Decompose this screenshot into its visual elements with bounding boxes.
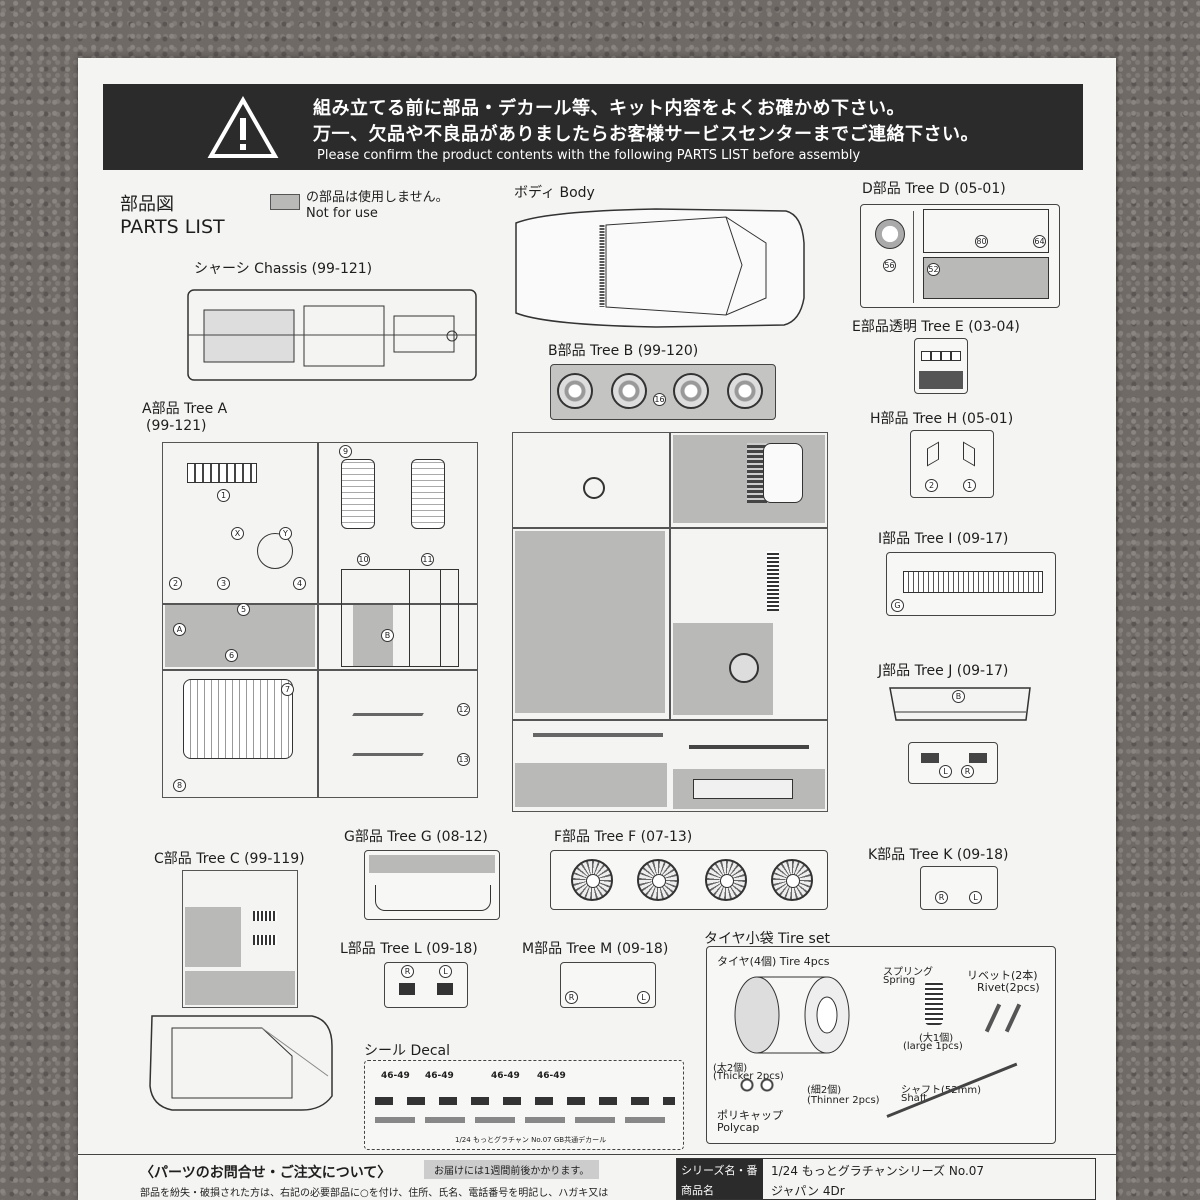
- decal-sheet: 46-49 46-49 46-49 46-49 1/24 もっとグラチャン No…: [364, 1060, 684, 1150]
- tire-text: タイヤ(4個) Tire 4pcs: [717, 955, 830, 968]
- parts-list-title-en: PARTS LIST: [120, 216, 225, 238]
- shaft-jp: シャフト(52mm): [901, 1085, 982, 1096]
- thin-en: (Thinner 2pcs): [807, 1095, 880, 1106]
- decal-label: シール Decal: [364, 1043, 451, 1059]
- parts-list-title-jp: 部品図: [120, 194, 174, 215]
- tree-a-tag-x: X: [231, 527, 244, 540]
- tree-k: R L: [920, 866, 998, 910]
- tree-k-label: K部品 Tree K (09-18): [868, 847, 1009, 863]
- tree-g: [364, 850, 500, 920]
- poly-jp: ポリキャップ: [717, 1109, 783, 1122]
- rivet-jp: リベット(2本): [967, 969, 1038, 982]
- rivet-icon: [984, 1003, 1002, 1033]
- rivet-en: Rivet(2pcs): [977, 981, 1040, 994]
- tree-m-tag-r: R: [565, 991, 578, 1004]
- series-value: 1/24 もっとグラチャンシリーズ No.07: [771, 1164, 985, 1178]
- tree-j-tag-r: R: [961, 765, 974, 778]
- series-table: シリーズ名・番号 1/24 もっとグラチャンシリーズ No.07 商品名 ジャパ…: [676, 1158, 1096, 1200]
- decal-plate-1: 46-49: [381, 1071, 410, 1081]
- body-label: ボディ Body: [514, 185, 595, 201]
- warning-triangle-icon: [207, 96, 279, 158]
- thin-jp: (細2個): [807, 1085, 842, 1096]
- decal-plate-4: 46-49: [537, 1071, 566, 1081]
- tree-i-label: I部品 Tree I (09-17): [878, 531, 1009, 547]
- thick-jp: (太2個): [713, 1063, 748, 1074]
- product-value: ジャパン 4Dr: [771, 1184, 845, 1198]
- tree-a: 1 2 3 4 5 6 7 8 9 10 11 12 13 A B X Y: [162, 442, 478, 798]
- delivery-note: お届けには1週間前後かかります。: [424, 1160, 600, 1179]
- tree-k-tag-l: L: [969, 891, 982, 904]
- tree-c-hood: [149, 1015, 333, 1111]
- chassis-label: シャーシ Chassis (99-121): [194, 261, 373, 277]
- product-label: 商品名: [677, 1179, 763, 1199]
- tree-c: [182, 870, 298, 1008]
- tree-a-label: A部品 Tree A: [142, 401, 228, 417]
- tree-d: 56 64 80 52: [860, 204, 1060, 308]
- tree-f-label: F部品 Tree F (07-13): [554, 829, 693, 845]
- tree-j-label: J部品 Tree J (09-17): [878, 663, 1009, 679]
- tree-l-label: L部品 Tree L (09-18): [340, 941, 478, 957]
- decal-plate-2: 46-49: [425, 1071, 454, 1081]
- tree-g-label: G部品 Tree G (08-12): [344, 829, 488, 845]
- large-en: (large 1pcs): [903, 1041, 963, 1052]
- tireset-label: タイヤ小袋 Tire set: [704, 931, 830, 947]
- tireset-box: タイヤ(4個) Tire 4pcs スプリング Spring (大1個) (la…: [706, 946, 1056, 1144]
- tree-a-code: (99-121): [146, 418, 207, 434]
- contact-heading: 〈パーツのお問合せ・ご注文について〉: [140, 1165, 392, 1181]
- tire-drawing: [734, 976, 850, 1054]
- series-label: シリーズ名・番号: [677, 1159, 763, 1193]
- banner-line-3: Please confirm the product contents with…: [317, 148, 861, 163]
- poly-en: Polycap: [717, 1121, 760, 1134]
- large-jp: (大1個): [919, 1033, 954, 1044]
- tree-i-tag-g: G: [891, 599, 904, 612]
- tree-m: R L: [560, 962, 656, 1008]
- shaft-en: Shaft: [901, 1093, 928, 1104]
- tree-m-tag-l: L: [637, 991, 650, 1004]
- rivet-icon-2: [1004, 1003, 1022, 1033]
- legend-jp: の部品は使用しません。: [306, 190, 449, 205]
- tree-j-tag-l: L: [939, 765, 952, 778]
- tree-j-sub: L R: [908, 742, 998, 784]
- tree-m-label: M部品 Tree M (09-18): [522, 941, 669, 957]
- tree-h: 2 1: [910, 430, 994, 498]
- tree-b: 16: [550, 364, 776, 420]
- footer-note: 部品を紛失・破損された方は、右記の必要部品に○を付け、住所、氏名、電話番号を明記…: [140, 1188, 609, 1199]
- legend-en: Not for use: [306, 206, 378, 221]
- instruction-sheet: 組み立てる前に部品・デカール等、キット内容をよくお確かめ下さい。 万一、欠品や不…: [78, 58, 1116, 1200]
- banner-line-2: 万一、欠品や不良品がありましたらお客様サービスセンターまでご連絡下さい。: [313, 124, 979, 145]
- tree-l-tag-r: R: [401, 965, 414, 978]
- not-for-use-swatch: [270, 194, 300, 210]
- tree-b-label: B部品 Tree B (99-120): [548, 343, 699, 359]
- warning-banner: 組み立てる前に部品・デカール等、キット内容をよくお確かめ下さい。 万一、欠品や不…: [103, 84, 1083, 170]
- tree-k-tag-r: R: [935, 891, 948, 904]
- tree-h-label: H部品 Tree H (05-01): [870, 411, 1014, 427]
- spring-jp: スプリング: [883, 967, 933, 978]
- tree-center: [512, 432, 828, 812]
- decal-plate-3: 46-49: [491, 1071, 520, 1081]
- tree-e-label: E部品透明 Tree E (03-04): [852, 319, 1020, 335]
- banner-line-1: 組み立てる前に部品・デカール等、キット内容をよくお確かめ下さい。: [313, 98, 905, 119]
- spring-icon: [925, 981, 943, 1025]
- tree-a-tag-b: B: [381, 629, 394, 642]
- decal-footer: 1/24 もっとグラチャン No.07 GB共通デカール: [455, 1136, 607, 1144]
- tree-j-tag-b: B: [952, 690, 965, 703]
- body-drawing: [515, 208, 805, 328]
- tree-f: [550, 850, 828, 910]
- polycap-icon: [737, 1075, 777, 1095]
- tree-d-label: D部品 Tree D (05-01): [862, 181, 1006, 197]
- tree-i: G: [886, 552, 1056, 616]
- spring-en: Spring: [883, 975, 916, 986]
- tree-j-bumper: [889, 687, 1031, 721]
- tree-c-label: C部品 Tree C (99-119): [154, 851, 305, 867]
- tree-e: [914, 338, 968, 394]
- tree-l: R L: [384, 962, 468, 1008]
- tree-l-tag-l: L: [439, 965, 452, 978]
- tree-a-tag-a: A: [173, 623, 186, 636]
- tree-a-tag-y: Y: [279, 527, 292, 540]
- chassis-drawing: [187, 289, 477, 381]
